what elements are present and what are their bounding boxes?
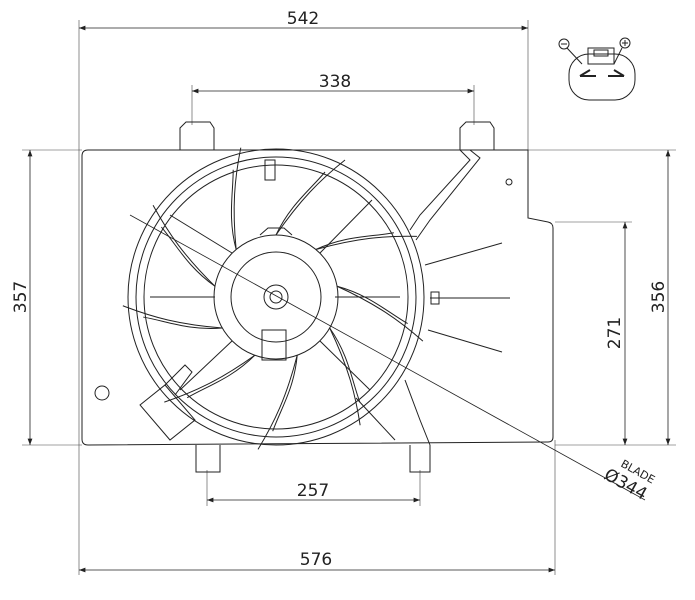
motor-connector <box>139 364 196 441</box>
dim-576: 576 <box>300 550 332 570</box>
dim-356: 356 <box>649 281 669 313</box>
fan <box>122 147 425 450</box>
dimension-lines <box>27 25 671 573</box>
connector-pinout <box>558 37 636 101</box>
dim-271: 271 <box>605 317 625 349</box>
shroud-frame <box>81 121 554 473</box>
dim-357: 357 <box>11 281 31 313</box>
dim-542: 542 <box>287 9 319 29</box>
dim-257: 257 <box>297 481 329 501</box>
minus-terminal-icon <box>558 38 570 50</box>
plus-terminal-icon <box>619 37 631 49</box>
dim-338: 338 <box>319 72 351 92</box>
